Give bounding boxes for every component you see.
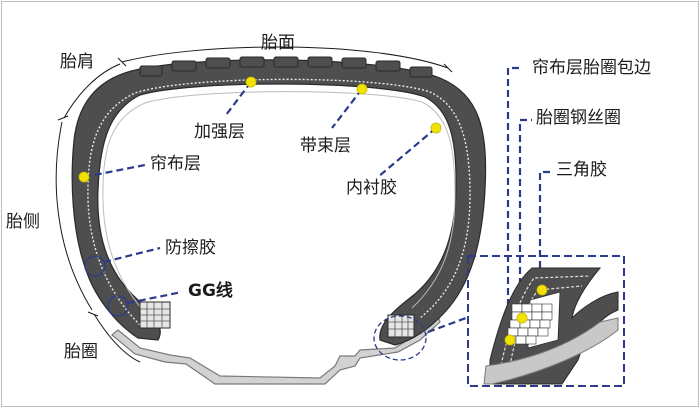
label-turn-up: 帘布层胎圈包边 [532,58,651,78]
carcass-ply-line [87,78,471,326]
label-carcass: 帘布层 [150,154,201,174]
label-tread: 胎面 [261,33,295,53]
bead-wire-marker [516,312,528,324]
bead-inset-detail [483,267,619,385]
label-cap-ply: 带束层 [300,136,351,156]
shoulder-dimension-arc [63,63,121,119]
rim [111,314,441,385]
cap-ply-marker [356,83,368,95]
bead-dimension-arc [93,313,141,363]
tire-casing [71,59,487,346]
label-chafer: 防擦胶 [165,238,216,258]
bead-inset-frame [467,255,625,387]
bead-zoom-circle [373,315,427,361]
left-bead-bundle [139,301,171,329]
gg-line-circle [107,295,129,317]
right-bead-bundle [387,314,415,338]
leader-lines [83,66,552,334]
tread-blocks [139,56,433,78]
tread-dimension-arc [121,46,449,69]
markers [78,76,548,346]
inner-liner-line [102,91,456,319]
label-sidewall: 胎侧 [6,212,40,232]
apex-marker [536,284,548,296]
label-belt: 加强层 [194,122,245,142]
label-bead: 胎圈 [64,342,98,362]
label-bead-wire: 胎圈钢丝圈 [536,108,621,128]
inner-liner-marker [430,122,442,134]
turn-up-marker [504,334,516,346]
dimension-ticks [57,57,453,317]
sidewall-dimension-arc [55,121,93,311]
chafer-circle [84,255,106,277]
label-shoulder: 胎肩 [60,52,94,72]
label-apex: 三角胶 [556,160,607,180]
belt-marker [245,76,257,88]
carcass-marker [78,171,90,183]
label-inner-liner: 内衬胶 [346,178,397,198]
label-gg-line: GG线 [188,281,233,301]
